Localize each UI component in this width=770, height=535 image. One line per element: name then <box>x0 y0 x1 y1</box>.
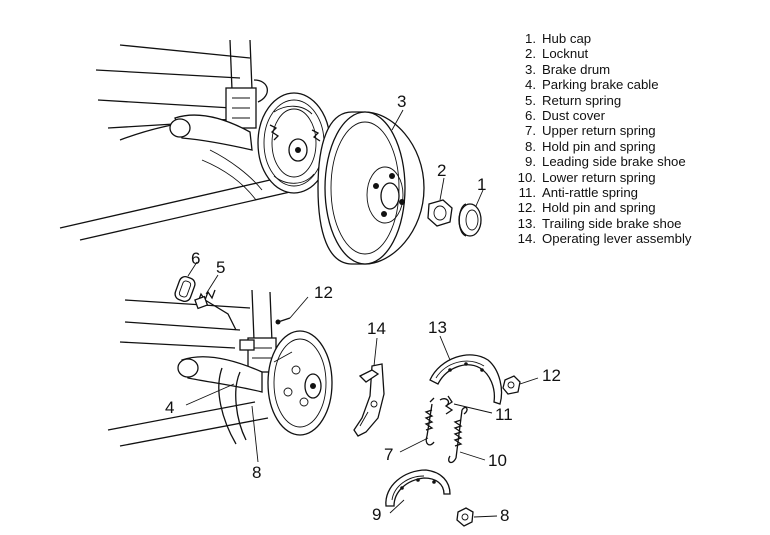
legend-label: Brake drum <box>542 61 611 77</box>
legend-label: Lower return spring <box>542 169 656 185</box>
callout-8-right: 8 <box>500 506 509 525</box>
legend-label: Locknut <box>542 46 589 62</box>
callout-10: 10 <box>488 451 507 470</box>
legend-label: Parking brake cable <box>542 77 659 93</box>
legend-label: Hub cap <box>542 31 592 46</box>
legend-number: 6. <box>525 108 536 124</box>
brake-drum <box>317 111 425 265</box>
legend-number: 13. <box>517 215 536 231</box>
callout-11: 11 <box>495 405 513 424</box>
legend-number: 9. <box>525 154 536 170</box>
legend-number: 7. <box>525 123 536 139</box>
leader-lines <box>185 109 539 518</box>
legend-number: 3. <box>525 61 536 77</box>
legend-label: Upper return spring <box>542 123 656 139</box>
hold-pin-lower-right <box>456 507 474 527</box>
hub-cap <box>458 203 482 237</box>
callout-1: 1 <box>477 175 486 194</box>
callout-3: 3 <box>397 92 406 111</box>
legend-item: 14. Operating lever assembly <box>510 231 765 246</box>
legend-item: 8. Hold pin and spring <box>510 139 765 154</box>
trailing-brake-shoe <box>429 354 503 405</box>
legend-item: 10. Lower return spring <box>510 170 765 185</box>
callout-12-top: 12 <box>314 283 333 302</box>
callout-9: 9 <box>372 505 381 524</box>
legend-label: Anti-rattle spring <box>542 185 639 201</box>
legend-label: Leading side brake shoe <box>542 154 686 170</box>
legend-item: 6. Dust cover <box>510 108 765 123</box>
legend-label: Operating lever assembly <box>542 231 692 247</box>
callout-4: 4 <box>165 398 174 417</box>
callout-7: 7 <box>384 445 393 464</box>
legend-number: 4. <box>525 77 536 93</box>
legend-number: 10. <box>517 169 536 185</box>
hold-pin-right <box>502 375 521 395</box>
legend-number: 2. <box>525 46 536 62</box>
legend-label: Trailing side brake shoe <box>542 215 682 231</box>
legend-number: 8. <box>525 138 536 154</box>
lower-return-spring <box>448 406 468 464</box>
legend-item: 3. Brake drum <box>510 62 765 77</box>
return-spring <box>194 289 216 310</box>
callout-12-right: 12 <box>542 366 561 385</box>
callout-labels: 1 2 3 4 5 6 7 8 8 9 10 11 12 12 13 14 <box>165 92 561 525</box>
callout-2: 2 <box>437 161 446 180</box>
legend-item: 13. Trailing side brake shoe <box>510 216 765 231</box>
legend-number: 11. <box>518 185 536 201</box>
dust-cover <box>174 276 196 302</box>
legend-number: 12. <box>517 200 536 216</box>
legend-item: 5. Return spring <box>510 93 765 108</box>
legend-label: Return spring <box>542 92 622 108</box>
legend-item: 1. Hub cap <box>510 31 765 46</box>
legend-number: 14. <box>517 231 536 247</box>
legend-number: 5. <box>525 92 536 108</box>
callout-5: 5 <box>216 258 225 277</box>
callout-14: 14 <box>367 319 386 338</box>
callout-6: 6 <box>191 249 200 268</box>
hold-pin-upper <box>275 317 291 325</box>
upper-return-spring <box>424 397 450 446</box>
callout-8-left: 8 <box>252 463 261 482</box>
callout-13: 13 <box>428 318 447 337</box>
upper-axle-assembly <box>59 39 331 241</box>
legend-item: 9. Leading side brake shoe <box>510 154 765 169</box>
legend-item: 7. Upper return spring <box>510 123 765 138</box>
legend-label: Dust cover <box>542 108 606 124</box>
legend-item: 11. Anti-rattle spring <box>510 185 765 200</box>
lower-axle-assembly <box>107 289 333 447</box>
legend-label: Hold pin and spring <box>542 138 656 154</box>
legend-number: 1. <box>525 31 536 46</box>
operating-lever-assembly <box>353 363 385 437</box>
legend-item: 12. Hold pin and spring <box>510 200 765 215</box>
leading-brake-shoe <box>385 469 451 507</box>
legend-label: Hold pin and spring <box>542 200 656 216</box>
parts-legend: 1. Hub cap 2. Locknut 3. Brake drum 4. Parki… <box>510 31 765 247</box>
legend-item: 2. Locknut <box>510 46 765 61</box>
legend-item: 4. Parking brake cable <box>510 77 765 92</box>
locknut <box>427 199 453 227</box>
